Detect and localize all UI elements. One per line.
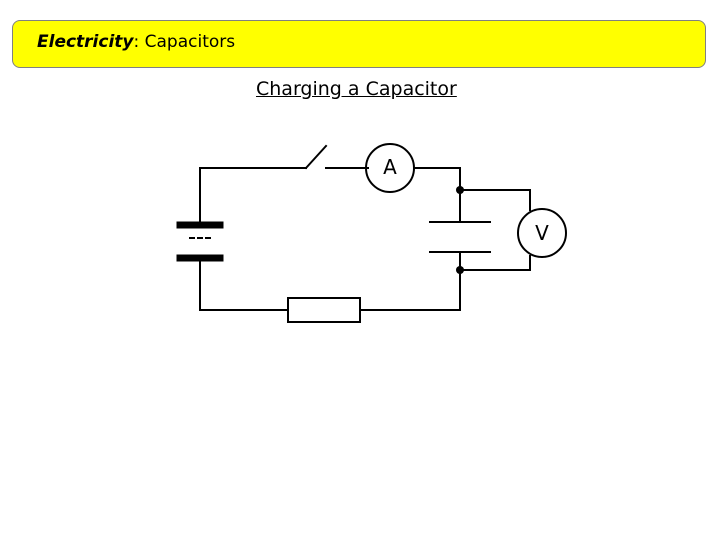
wire-bottom-left: [199, 269, 289, 311]
title-separator: :: [133, 32, 140, 52]
voltmeter-label: V: [535, 221, 549, 245]
page-title: Electricity: Capacitors: [37, 32, 235, 52]
voltmeter-symbol: [517, 208, 567, 258]
switch-blade: [304, 144, 328, 170]
title-subject: Capacitors: [144, 32, 236, 52]
title-banner: Electricity: Capacitors: [12, 20, 706, 68]
wire-voltmeter-bottom: [459, 255, 531, 271]
title-topic: Electricity: [37, 32, 134, 52]
junction-dot-top: [456, 186, 464, 194]
resistor-symbol: [287, 297, 361, 323]
wire-top-left: [199, 167, 307, 226]
junction-dot-bottom: [456, 266, 464, 274]
ammeter-label: A: [383, 155, 397, 179]
diagram-subtitle: Charging a Capacitor: [256, 78, 457, 100]
wire-ammeter-to-right: [413, 167, 461, 191]
wire-voltmeter-top: [459, 189, 531, 211]
